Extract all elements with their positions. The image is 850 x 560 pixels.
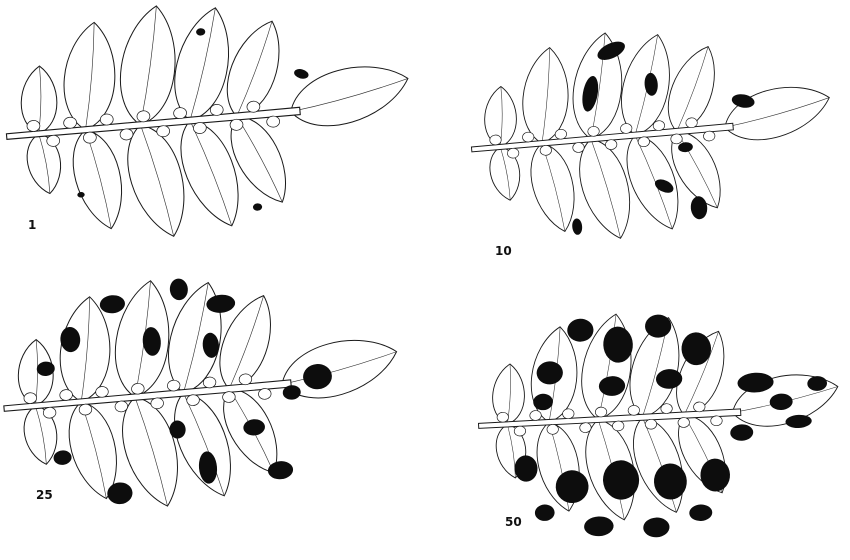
compound-leaf-50 (470, 295, 845, 560)
interstitial-leaflet (46, 135, 60, 147)
leaflet (632, 415, 685, 514)
leaflet (168, 7, 234, 122)
interstitial-leaflet (693, 402, 705, 412)
leaflet (70, 127, 125, 231)
leaf-panel-50: 50 (470, 295, 845, 560)
interstitial-leaflet (579, 422, 591, 432)
compound-leaf-25 (0, 272, 420, 560)
interstitial-leaflet (522, 132, 534, 143)
lesion (689, 504, 713, 522)
interstitial-leaflet (63, 117, 77, 129)
interstitial-leaflet (547, 424, 559, 434)
leaflet (577, 136, 633, 241)
lesion (99, 294, 126, 314)
lesion (293, 68, 310, 81)
interstitial-leaflet (645, 419, 657, 429)
panel-label-1: 1 (28, 218, 36, 232)
lesion (253, 203, 263, 211)
interstitial-leaflet (562, 409, 574, 419)
lesion (643, 517, 670, 538)
compound-leaf-10 (460, 18, 845, 283)
leaf-panel-25: 25 (0, 272, 420, 560)
interstitial-leaflet (514, 426, 526, 436)
panel-label-10: 10 (495, 244, 512, 258)
compound-leaf-1 (0, 0, 420, 275)
lesion (584, 516, 615, 537)
interstitial-leaflet (678, 417, 690, 427)
lesion (730, 424, 754, 442)
leaf-panel-10: 10 (460, 18, 845, 283)
terminal-leaflet (722, 84, 833, 143)
lesion (567, 318, 594, 342)
interstitial-leaflet (661, 403, 673, 413)
interstitial-leaflet (612, 421, 624, 431)
lesion (535, 504, 556, 521)
panel-label-50: 50 (505, 515, 522, 529)
interstitial-leaflet (628, 405, 640, 415)
interstitial-leaflet (43, 407, 56, 419)
interstitial-leaflet (530, 410, 542, 420)
leaflet (114, 5, 181, 127)
lesion (53, 450, 72, 466)
interstitial-leaflet (595, 407, 607, 417)
lesion (169, 278, 189, 301)
interstitial-leaflet (710, 416, 722, 426)
leaflet (125, 122, 188, 240)
interstitial-leaflet (507, 148, 519, 159)
leaflet (528, 141, 577, 234)
interstitial-leaflet (497, 412, 509, 422)
lesion (572, 218, 583, 235)
leaf-panel-1: 1 (0, 0, 420, 275)
panel-label-25: 25 (36, 488, 53, 502)
interstitial-leaflet (59, 389, 72, 401)
